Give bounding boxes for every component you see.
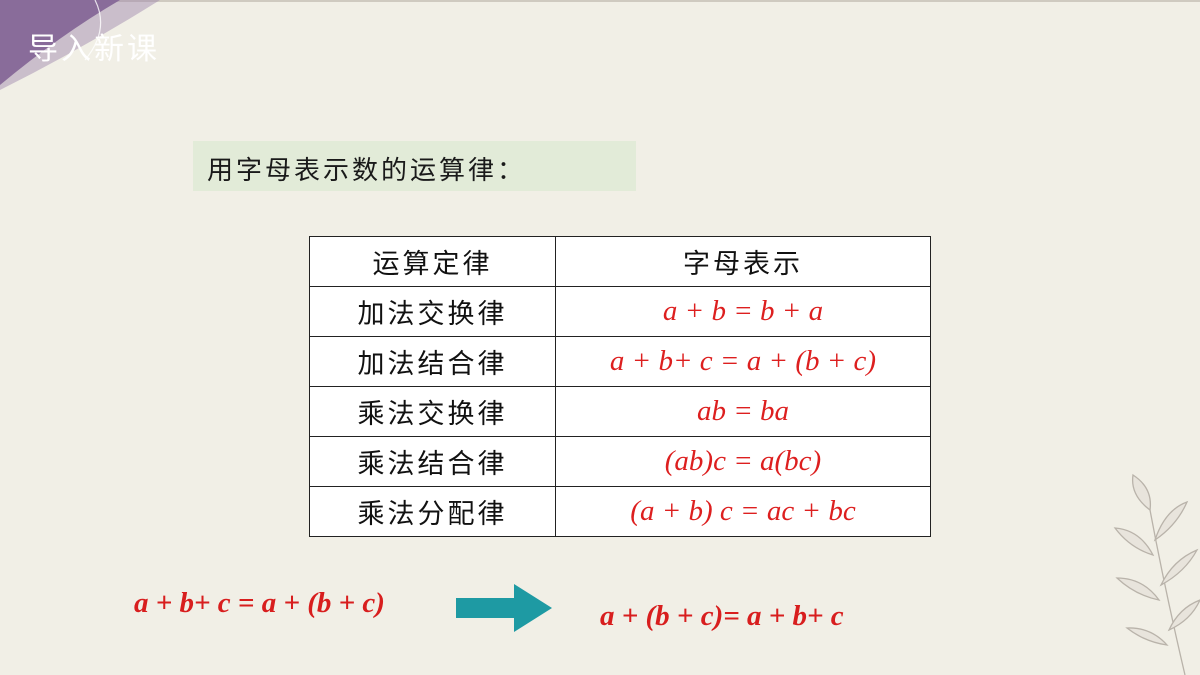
table-row: 加法交换律 a + b = b + a bbox=[309, 286, 931, 337]
table-header-row: 运算定律 字母表示 bbox=[309, 236, 931, 287]
law-expression: ab = ba bbox=[555, 386, 931, 437]
table-row: 乘法交换律 ab = ba bbox=[309, 386, 931, 437]
table-row: 乘法分配律 (a + b) c = ac + bc bbox=[309, 486, 931, 537]
table-row: 乘法结合律 (ab)c = a(bc) bbox=[309, 436, 931, 487]
law-expression: (a + b) c = ac + bc bbox=[555, 486, 931, 537]
law-expression: a + b+ c = a + (b + c) bbox=[555, 336, 931, 387]
corner-decoration bbox=[0, 0, 160, 90]
bottom-right-expression: a + (b + c)= a + b+ c bbox=[600, 600, 844, 632]
law-expression: a + b = b + a bbox=[555, 286, 931, 337]
law-table: 运算定律 字母表示 加法交换律 a + b = b + a 加法结合律 a + … bbox=[309, 236, 931, 537]
bottom-left-expression: a + b+ c = a + (b + c) bbox=[134, 587, 385, 619]
right-arrow-icon bbox=[456, 584, 552, 632]
law-name: 乘法交换律 bbox=[309, 386, 556, 437]
table-row: 加法结合律 a + b+ c = a + (b + c) bbox=[309, 336, 931, 387]
law-name: 乘法结合律 bbox=[309, 436, 556, 487]
leaf-branch-icon bbox=[1113, 473, 1200, 675]
law-name: 加法结合律 bbox=[309, 336, 556, 387]
column-header-law: 运算定律 bbox=[309, 236, 556, 287]
law-expression: (ab)c = a(bc) bbox=[555, 436, 931, 487]
section-title: 导入新课 bbox=[28, 32, 160, 67]
law-name: 乘法分配律 bbox=[309, 486, 556, 537]
top-border bbox=[0, 0, 1200, 2]
law-name: 加法交换律 bbox=[309, 286, 556, 337]
intro-text: 用字母表示数的运算律： bbox=[207, 156, 527, 186]
intro-box: 用字母表示数的运算律： bbox=[193, 141, 636, 191]
column-header-expression: 字母表示 bbox=[555, 236, 931, 287]
